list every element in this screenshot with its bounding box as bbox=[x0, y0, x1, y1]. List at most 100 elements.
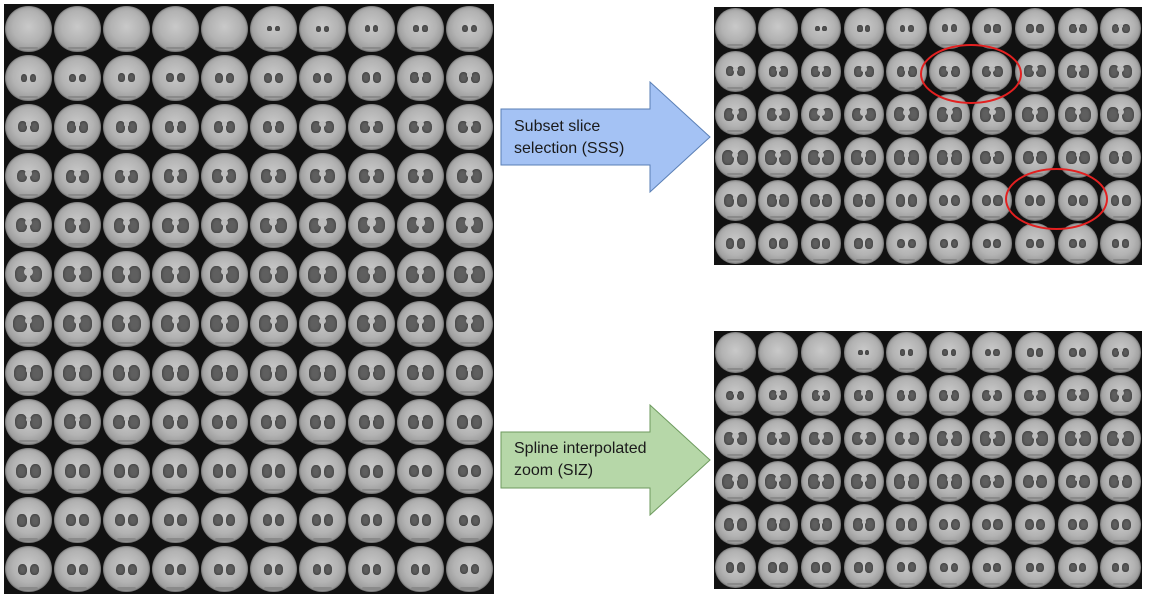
lung-right bbox=[1078, 238, 1087, 249]
lung-right bbox=[993, 431, 1005, 446]
scanner-table bbox=[166, 390, 185, 394]
scanner-table bbox=[313, 439, 332, 443]
scanner-table bbox=[1112, 540, 1129, 543]
mediastinum bbox=[123, 367, 130, 373]
lung-left bbox=[162, 414, 175, 430]
lung-right bbox=[993, 24, 1001, 33]
lung-right bbox=[950, 431, 962, 446]
mediastinum bbox=[74, 121, 81, 127]
lung-left bbox=[815, 25, 820, 32]
lung-right bbox=[822, 194, 833, 207]
mediastinum bbox=[1074, 65, 1081, 73]
ct-slice bbox=[886, 332, 927, 373]
lung-left bbox=[458, 514, 469, 526]
mediastinum bbox=[221, 169, 228, 177]
highlight-ellipse-top bbox=[920, 44, 1022, 104]
ct-slice bbox=[250, 398, 297, 445]
ct-slice bbox=[54, 103, 101, 150]
scanner-table bbox=[1112, 173, 1129, 176]
lung-right bbox=[372, 414, 385, 429]
scanner-table bbox=[984, 173, 1001, 176]
ct-slice bbox=[103, 153, 150, 200]
lung-left bbox=[811, 562, 820, 573]
ct-slice bbox=[715, 547, 756, 588]
lung-right bbox=[372, 564, 382, 575]
lung-left bbox=[858, 349, 863, 356]
lung-left bbox=[809, 107, 820, 122]
lung-right bbox=[1121, 518, 1131, 531]
lung-right bbox=[993, 474, 1005, 489]
lung-left bbox=[456, 365, 469, 381]
lung-left bbox=[114, 169, 126, 183]
scanner-table bbox=[117, 194, 136, 197]
lung-left bbox=[111, 314, 126, 333]
mediastinum bbox=[946, 152, 952, 158]
ct-slice bbox=[446, 54, 493, 101]
lung-right bbox=[1036, 518, 1046, 531]
lung-right bbox=[1121, 563, 1129, 572]
lung-left bbox=[15, 218, 28, 233]
mediastinum bbox=[1118, 152, 1123, 158]
ct-slice bbox=[446, 448, 493, 495]
scanner-table bbox=[770, 44, 787, 47]
mediastinum bbox=[270, 317, 277, 325]
scanner-table bbox=[727, 497, 744, 500]
lung-right bbox=[993, 150, 1005, 165]
mediastinum bbox=[903, 390, 910, 396]
lung-right bbox=[1121, 150, 1133, 165]
ct-slice bbox=[250, 103, 297, 150]
lung-right bbox=[1121, 106, 1134, 123]
ct-slice bbox=[1100, 418, 1141, 459]
mediastinum bbox=[74, 170, 81, 177]
ct-slice bbox=[800, 418, 842, 459]
scanner-table bbox=[68, 95, 87, 99]
scanner-table bbox=[117, 46, 136, 49]
mediastinum bbox=[775, 390, 781, 396]
ct-slice bbox=[103, 103, 150, 150]
lung-left bbox=[406, 315, 420, 332]
ct-slice bbox=[201, 54, 248, 101]
lung-left bbox=[766, 518, 777, 531]
mediastinum bbox=[74, 367, 81, 373]
mediastinum bbox=[903, 66, 910, 72]
lung-left bbox=[1107, 430, 1120, 447]
lung-right bbox=[421, 217, 435, 234]
ct-slice bbox=[5, 546, 52, 593]
scanner-table bbox=[770, 87, 787, 90]
scanner-table bbox=[215, 46, 234, 49]
lung-right bbox=[1121, 194, 1131, 206]
scanner-table bbox=[770, 411, 787, 414]
lung-right bbox=[323, 265, 338, 283]
scanner-table bbox=[727, 411, 744, 414]
ct-slice bbox=[1100, 461, 1141, 502]
scanner-table bbox=[117, 144, 136, 148]
lung-left bbox=[768, 390, 777, 401]
lung-left bbox=[16, 464, 28, 478]
lung-right bbox=[274, 414, 287, 430]
mediastinum bbox=[732, 108, 739, 116]
lung-left bbox=[308, 364, 322, 381]
scanner-table bbox=[1112, 216, 1129, 219]
ct-slice bbox=[1100, 332, 1141, 373]
scanner-table bbox=[770, 130, 787, 133]
lung-left bbox=[210, 266, 224, 283]
lung-left bbox=[65, 169, 77, 183]
lung-right bbox=[323, 120, 334, 133]
ct-slice bbox=[758, 375, 799, 416]
ct-slice bbox=[843, 51, 884, 92]
lung-right bbox=[1121, 474, 1133, 489]
lung-right bbox=[1078, 562, 1087, 573]
scanner-table bbox=[460, 538, 479, 541]
lung-right bbox=[822, 390, 831, 401]
mediastinum bbox=[988, 108, 996, 116]
ct-slice bbox=[250, 300, 297, 347]
mediastinum bbox=[1031, 390, 1038, 397]
lung-left bbox=[722, 473, 735, 490]
ct-slice bbox=[800, 8, 842, 49]
lung-right bbox=[127, 514, 138, 527]
ct-slice bbox=[54, 349, 101, 396]
siz-arrow-label: Spline interpolated zoom (SIZ) bbox=[514, 440, 647, 479]
lung-left bbox=[1111, 347, 1120, 358]
ct-slice bbox=[758, 8, 799, 49]
lung-left bbox=[67, 121, 77, 133]
